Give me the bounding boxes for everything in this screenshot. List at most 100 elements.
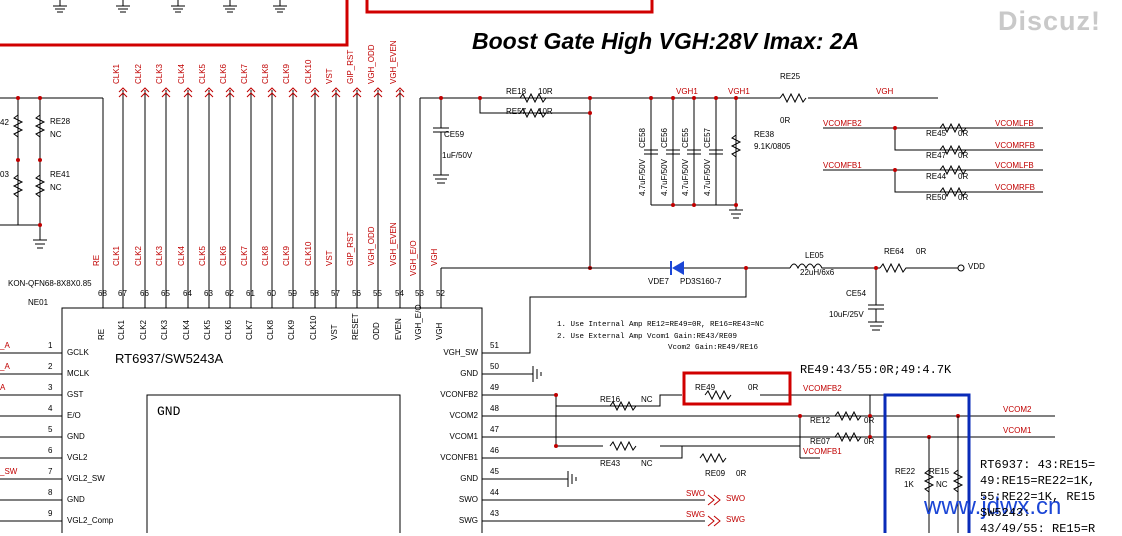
re18-value: 10R [538, 87, 553, 96]
top-pin-name: CLK7 [245, 319, 254, 340]
left-pin-number: 2 [48, 362, 53, 371]
top-pin-number: 58 [310, 289, 319, 298]
left-pin-name: GND [67, 495, 85, 504]
re57-value: 10R [538, 107, 553, 116]
re44-value: 0R [958, 172, 969, 181]
top-pin-net-inner: CLK7 [240, 245, 249, 266]
top-pin-name: CLK1 [117, 319, 126, 340]
vcomfb1-net: VCOMFB1 [803, 447, 842, 456]
top-pin-net: CLK10 [304, 59, 313, 84]
inductor-value: 22uH/6x6 [800, 268, 835, 277]
side-note-line: SW5243: [980, 506, 1031, 520]
ce59-value: 1uF/50V [442, 151, 473, 160]
left-pin-number: 8 [48, 488, 53, 497]
re12-value: 0R [864, 416, 875, 425]
top-pin-name: CLK3 [160, 319, 169, 340]
top-pin-name: CLK6 [224, 319, 233, 340]
design-note-2: 2. Use External Amp Vcom1 Gain:RE43/RE09 [557, 333, 738, 341]
top-pin-net-inner: CLK2 [134, 245, 143, 266]
blue-highlight-box-re22-re15 [883, 393, 971, 533]
top-pin-name: RE [97, 328, 106, 340]
re25-value: 0R [780, 116, 791, 125]
forum-logo: Discuz! [998, 6, 1102, 36]
vgh1-net-a: VGH1 [676, 87, 698, 96]
top-pin-net: CLK9 [282, 63, 291, 84]
chip-package: KON-QFN68-8X8X0.85 [8, 279, 92, 288]
top-pin-number: 59 [288, 289, 297, 298]
ic-exposed-pad [146, 394, 401, 533]
top-pin-net-inner: RE [92, 254, 101, 266]
top-pin-net: VST [325, 68, 334, 84]
left-pin-net: _A [0, 341, 10, 350]
top-pin-name: CLK9 [287, 319, 296, 340]
red-highlight-box-top [365, 0, 654, 14]
re07-ref: RE07 [810, 437, 831, 446]
re22-value: 1K [904, 480, 914, 489]
red-highlight-box-re49 [682, 371, 792, 406]
top-pin-name: VGH_E/O [414, 304, 423, 340]
top-pin-net: CLK5 [198, 63, 207, 84]
top-pin-number: 62 [225, 289, 234, 298]
left-fragment-2: 03 [0, 170, 9, 179]
right-pin-number: 51 [490, 341, 499, 350]
top-pin-net-inner: CLK10 [304, 241, 313, 266]
re43-ref: RE43 [600, 459, 621, 468]
re45-ref: RE45 [926, 129, 947, 138]
top-pin-name: CLK5 [203, 319, 212, 340]
left-pin-name: VGL2_Comp [67, 516, 114, 525]
vcomfb1-net-top: VCOMFB1 [823, 161, 862, 170]
cap-value: 4.7uF/50V [703, 159, 712, 196]
re41-ref: RE41 [50, 170, 71, 179]
top-pin-name: ODD [372, 322, 381, 340]
design-note-1: 1. Use Internal Amp RE12=RE49=0R, RE16=R… [557, 321, 765, 329]
re64-value: 0R [916, 247, 927, 256]
inductor-ref: LE05 [805, 251, 824, 260]
swo-port: SWO [726, 494, 746, 503]
right-pin-name: VCONFB2 [440, 390, 478, 399]
right-pin-number: 50 [490, 362, 499, 371]
left-pin-number: 5 [48, 425, 53, 434]
re50-ref: RE50 [926, 193, 947, 202]
chip-ref: NE01 [28, 298, 49, 307]
left-pin-number: 7 [48, 467, 53, 476]
left-pin-number: 6 [48, 446, 53, 455]
cap-ref: CE56 [660, 127, 669, 148]
re44-net: VCOMLFB [995, 161, 1034, 170]
re47-ref: RE47 [926, 151, 947, 160]
swg-port: SWG [726, 515, 746, 524]
left-pin-net: _SW [0, 467, 18, 476]
cap-ref: CE58 [638, 127, 647, 148]
re38-value: 9.1K/0805 [754, 142, 791, 151]
swo-net: SWO [686, 489, 706, 498]
re50-net: VCOMRFB [995, 183, 1035, 192]
top-pin-number: 68 [98, 289, 107, 298]
top-pin-name: CLK4 [182, 319, 191, 340]
ic-body [61, 307, 483, 533]
vgh1-net-b: VGH1 [728, 87, 750, 96]
re28-ref: RE28 [50, 117, 71, 126]
top-pin-net-inner: CLK9 [282, 245, 291, 266]
top-pin-number: 65 [161, 289, 170, 298]
right-pin-name: GND [460, 474, 478, 483]
right-pin-name: VCONFB1 [440, 453, 478, 462]
cap-value: 4.7uF/50V [681, 159, 690, 196]
top-pin-net: CLK1 [112, 63, 121, 84]
right-pin-name: VCOM2 [449, 411, 478, 420]
top-pin-name: VGH [435, 322, 444, 340]
top-pin-net: CLK4 [177, 63, 186, 84]
top-pin-number: 52 [436, 289, 445, 298]
vdd-net: VDD [968, 262, 985, 271]
top-pin-net: VGH_EVEN [389, 40, 398, 84]
re41-value: NC [50, 183, 62, 192]
cap-value: 4.7uF/50V [660, 159, 669, 196]
top-pin-number: 63 [204, 289, 213, 298]
top-pin-name: CLK8 [266, 319, 275, 340]
right-pin-number: 45 [490, 467, 499, 476]
top-pin-net-inner: CLK3 [155, 245, 164, 266]
re64-ref: RE64 [884, 247, 905, 256]
right-pin-number: 43 [490, 509, 499, 518]
top-pin-net-inner: CLK4 [177, 245, 186, 266]
top-pin-net-inner: VGH_ODD [367, 226, 376, 266]
top-pin-net: VGH_ODD [367, 44, 376, 84]
